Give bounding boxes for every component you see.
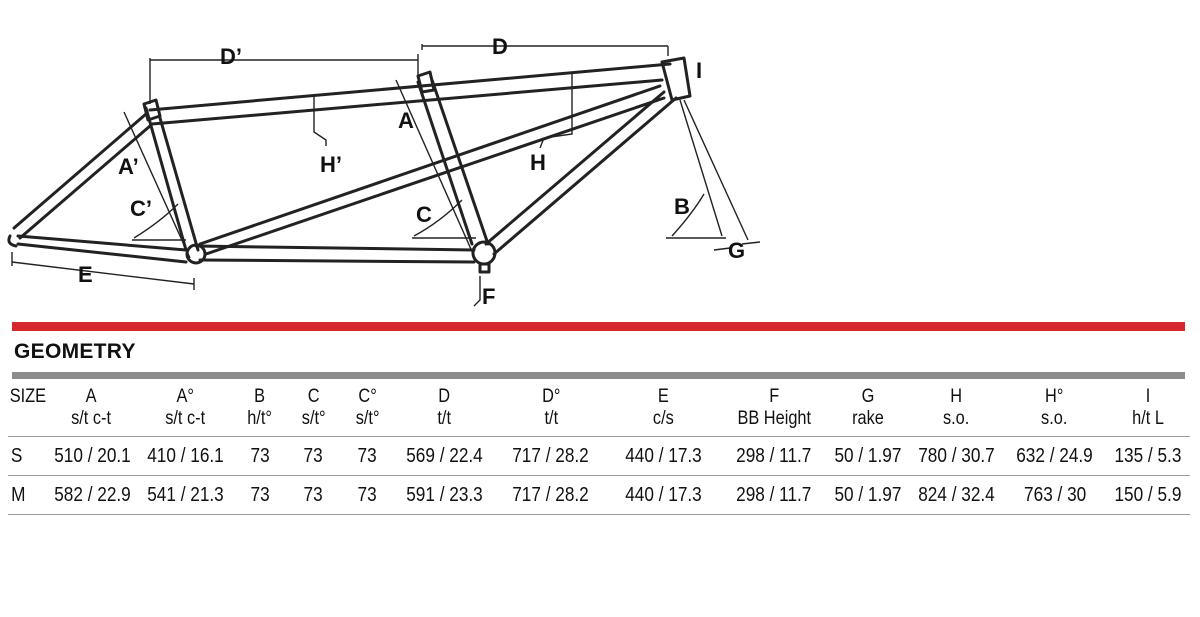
label-c-prime: C’ <box>130 196 152 221</box>
label-g: G <box>728 238 745 263</box>
table-cell: 569 / 22.4 <box>393 436 496 476</box>
column-header: SIZE <box>9 386 47 407</box>
table-cell: 591 / 23.3 <box>393 475 496 515</box>
label-a: A <box>398 108 414 133</box>
table-cell: 298 / 11.7 <box>720 475 828 515</box>
table-cell: 440 / 17.3 <box>606 436 721 476</box>
table-cell: 298 / 11.7 <box>720 436 828 476</box>
frame-tubes <box>7 56 692 274</box>
label-i: I <box>696 58 702 83</box>
table-cell: 824 / 32.4 <box>909 475 1004 515</box>
table-cell: 135 / 5.3 <box>1105 436 1190 476</box>
table-cell: 73 <box>235 436 285 476</box>
tandem-frame-diagram: D’ D I A A’ H’ H C’ C B G E F <box>7 34 761 309</box>
table-cell: M <box>8 475 47 515</box>
table-cell: 717 / 28.2 <box>495 475 607 515</box>
section-title: GEOMETRY <box>14 340 136 363</box>
table-cell: 50 / 1.97 <box>827 475 910 515</box>
table-cell: 582 / 22.9 <box>46 475 135 515</box>
label-f: F <box>482 284 495 309</box>
table-cell: 73 <box>284 475 342 515</box>
dimension-labels: D’ D I A A’ H’ H C’ C B G E F <box>78 34 745 309</box>
table-cell: 50 / 1.97 <box>827 436 910 476</box>
label-c: C <box>416 202 432 227</box>
label-d: D <box>492 34 508 59</box>
table-cell: 763 / 30 <box>1003 475 1106 515</box>
table-cell: 510 / 20.1 <box>46 436 135 476</box>
column-header: A°s/t c-t <box>165 386 206 429</box>
label-d-prime: D’ <box>220 44 242 69</box>
accent-rule <box>12 322 1185 331</box>
table-cell: 440 / 17.3 <box>606 475 721 515</box>
section-rule <box>12 372 1185 379</box>
table-cell: 73 <box>341 475 394 515</box>
table-cell: 541 / 21.3 <box>135 475 236 515</box>
table-cell: 717 / 28.2 <box>495 436 607 476</box>
table-row: S 510 / 20.1 410 / 16.1 73 73 73 569 / 2… <box>8 436 1190 476</box>
table-cell: 73 <box>341 436 394 476</box>
table-cell: 632 / 24.9 <box>1003 436 1106 476</box>
column-header: H°s.o. <box>1041 386 1068 429</box>
label-e: E <box>78 262 93 287</box>
table-cell: S <box>8 436 47 476</box>
label-a-prime: A’ <box>118 154 139 179</box>
label-h-prime: H’ <box>320 152 342 177</box>
table-cell: 780 / 30.7 <box>909 436 1004 476</box>
table-cell: 150 / 5.9 <box>1105 475 1190 515</box>
table-cell: 73 <box>235 475 285 515</box>
table-cell: 410 / 16.1 <box>135 436 236 476</box>
label-h: H <box>530 150 546 175</box>
table-cell: 73 <box>284 436 342 476</box>
column-header: C°s/t° <box>355 386 380 429</box>
label-b: B <box>674 194 690 219</box>
dimension-lines <box>11 44 761 307</box>
column-header: D°t/t <box>541 386 560 429</box>
table-row: M 582 / 22.9 541 / 21.3 73 73 73 591 / 2… <box>8 475 1190 515</box>
